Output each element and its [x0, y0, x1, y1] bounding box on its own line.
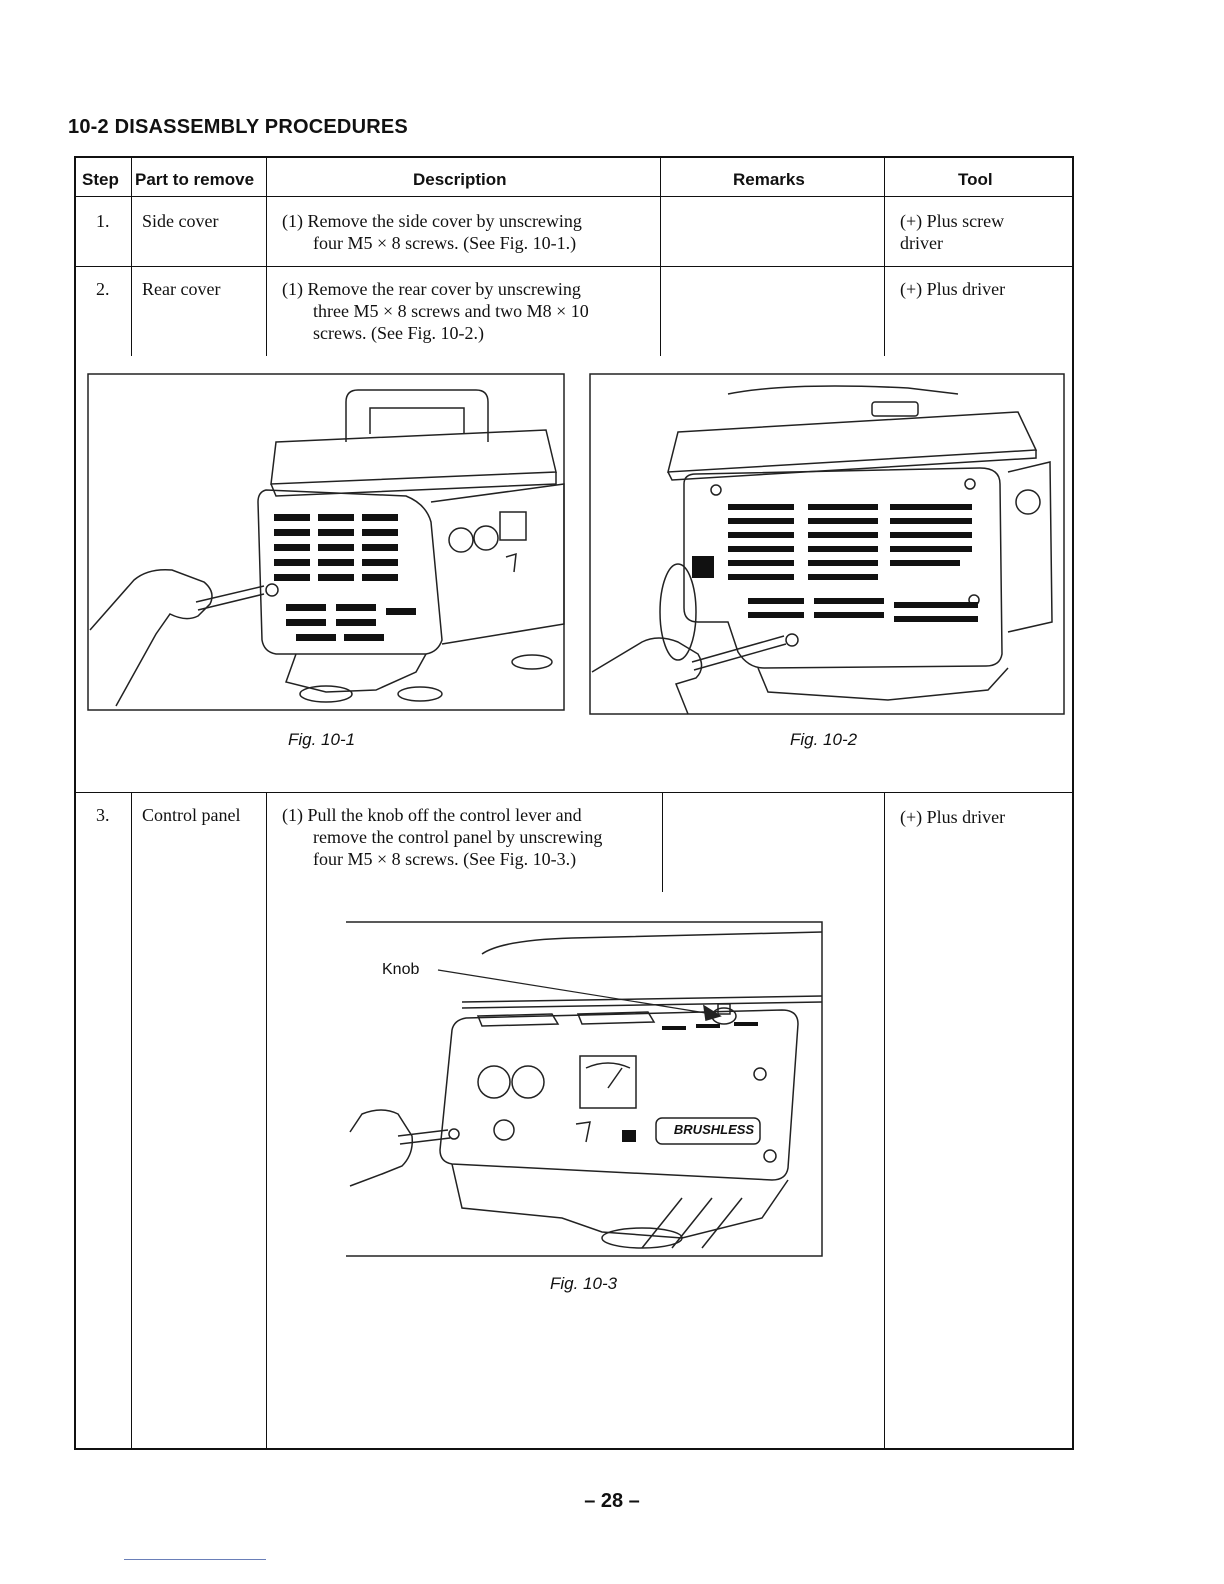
- fig-10-3-knob-label: Knob: [382, 961, 420, 978]
- disassembly-table: Step Part to remove Description Remarks …: [74, 156, 1074, 1450]
- row3-divider: [76, 792, 1072, 793]
- row2-part: Rear cover: [142, 279, 221, 299]
- row3-desc-line2: remove the control panel by unscrewing: [313, 827, 603, 847]
- row3-step: 3.: [96, 805, 110, 825]
- fig-10-3-illustration: [346, 921, 823, 1257]
- row3-col-divider-desc: [662, 792, 663, 892]
- row3-tool: (+) Plus driver: [900, 807, 1006, 827]
- header-tool: Tool: [958, 170, 993, 189]
- footer-rule: [124, 1559, 266, 1560]
- row2-desc-line2: three M5 × 8 screws and two M8 × 10: [313, 301, 589, 321]
- row2-step: 2.: [96, 279, 110, 299]
- row2-desc-line3: screws. (See Fig. 10-2.): [313, 323, 484, 343]
- row1-tool: (+) Plus screw driver: [900, 210, 1004, 254]
- row3-desc-line3: four M5 × 8 screws. (See Fig. 10-3.): [313, 849, 577, 869]
- header-remarks: Remarks: [733, 170, 805, 189]
- row1-tool-line1: (+) Plus screw: [900, 211, 1005, 231]
- row1-desc-num: (1): [282, 211, 303, 231]
- row1-desc-line2: four M5 × 8 screws. (See Fig. 10-1.): [313, 233, 577, 253]
- row2-desc-num: (1): [282, 279, 303, 299]
- row1-description: (1) Remove the side cover by unscrewing …: [282, 210, 646, 254]
- row2-description: (1) Remove the rear cover by unscrewing …: [282, 278, 646, 344]
- page-number: – 28 –: [584, 1490, 640, 1512]
- row3-col-divider-step: [131, 792, 132, 1448]
- fig-10-2-illustration: [589, 373, 1065, 715]
- fig-10-2-caption: Fig. 10-2: [790, 730, 858, 749]
- header-step: Step: [82, 170, 119, 189]
- row3-col-divider-part: [266, 792, 267, 1448]
- row3-part: Control panel: [142, 805, 241, 825]
- row3-desc-line1: Pull the knob off the control lever and: [307, 805, 582, 825]
- fig-10-1-illustration: [87, 373, 565, 711]
- fig-10-3-brushless-badge: BRUSHLESS: [673, 1122, 755, 1137]
- row2-desc-line1: Remove the rear cover by unscrewing: [307, 279, 581, 299]
- fig-10-1-caption: Fig. 10-1: [288, 730, 356, 749]
- col-divider-remarks: [884, 158, 885, 356]
- row3-desc-num: (1): [282, 805, 303, 825]
- row1-tool-line2: driver: [900, 233, 943, 253]
- col-divider-desc: [660, 158, 661, 356]
- row1-divider: [76, 266, 1072, 267]
- section-heading: 10-2 DISASSEMBLY PROCEDURES: [68, 116, 408, 138]
- header-divider: [76, 196, 1072, 197]
- fig-10-3-caption: Fig. 10-3: [550, 1274, 618, 1293]
- row1-part: Side cover: [142, 211, 219, 231]
- header-part: Part to remove: [135, 170, 255, 189]
- row1-desc-line1: Remove the side cover by unscrewing: [307, 211, 582, 231]
- row2-tool: (+) Plus driver: [900, 279, 1006, 299]
- row3-col-divider-remarks: [884, 792, 885, 1448]
- col-divider-part: [266, 158, 267, 356]
- row1-step: 1.: [96, 211, 110, 231]
- row3-description: (1) Pull the knob off the control lever …: [282, 804, 648, 870]
- header-description: Description: [413, 170, 507, 189]
- col-divider-step: [131, 158, 132, 356]
